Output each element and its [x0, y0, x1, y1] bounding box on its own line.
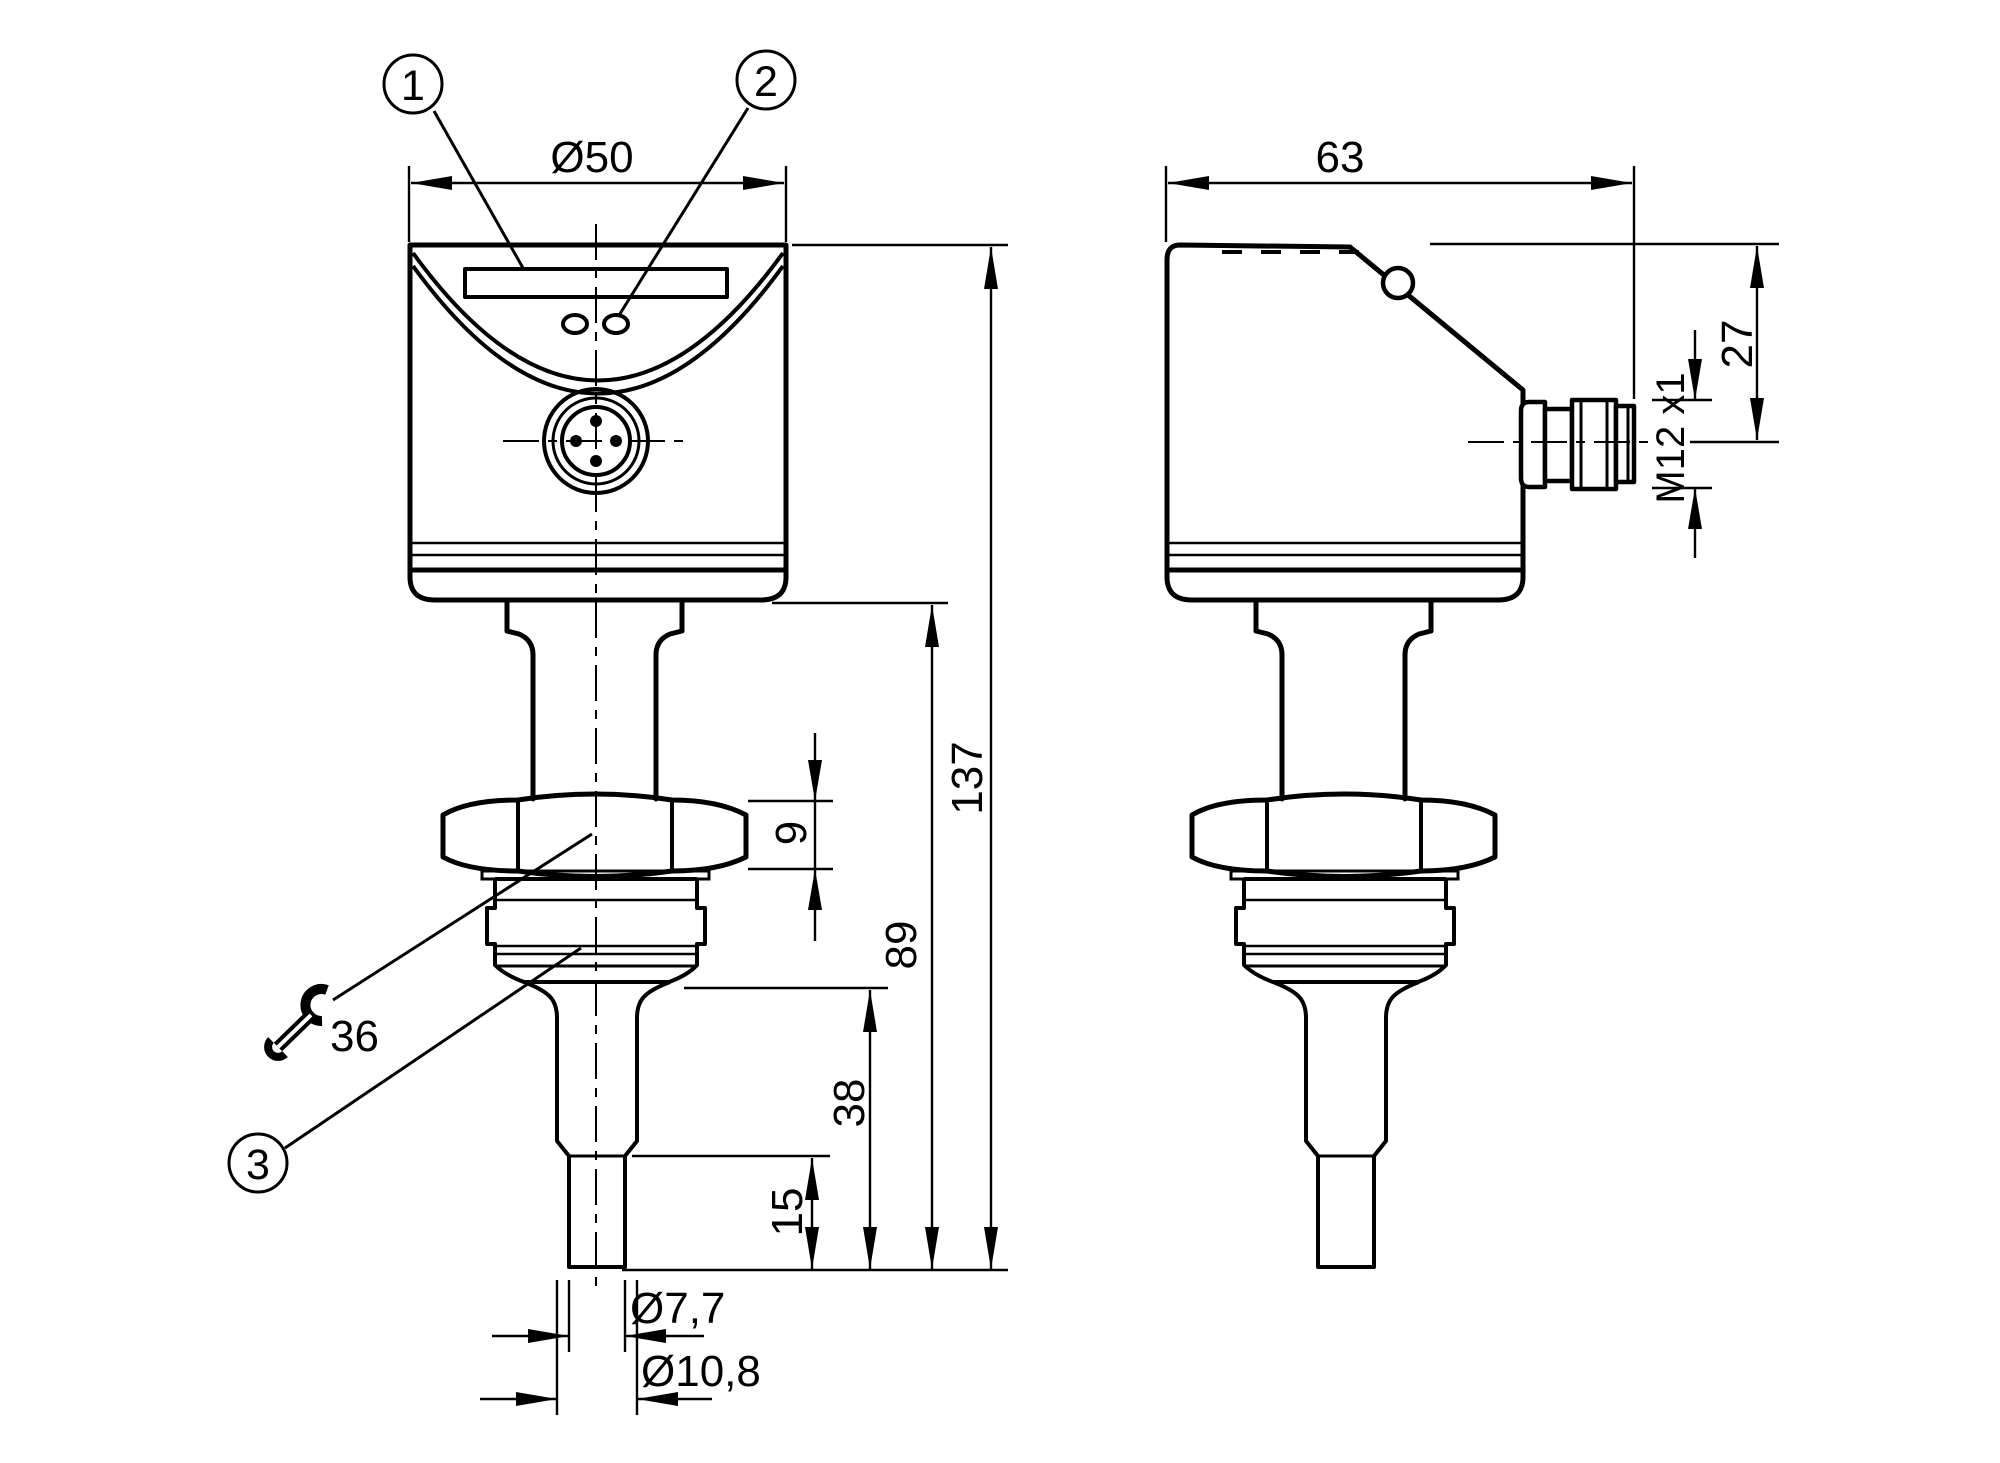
arrowhead	[863, 990, 877, 1032]
dim-housing-diameter-label: Ø50	[550, 133, 633, 182]
dim-tip-diameter-label: Ø7,7	[630, 1284, 725, 1333]
wrench-leader	[332, 832, 593, 1002]
dim-tip-length-label: 15	[763, 1188, 812, 1237]
arrowhead	[808, 869, 822, 910]
arrowhead	[1168, 176, 1209, 190]
arrowhead	[528, 1329, 569, 1343]
arrowhead	[411, 176, 452, 190]
callouts: 1 2 3 36	[227, 49, 797, 1194]
bezel-arc-inner	[411, 264, 785, 396]
connector-nut	[1569, 397, 1619, 492]
callout-1-leader	[432, 110, 525, 269]
arrowhead	[863, 1227, 877, 1269]
arrowhead	[984, 247, 998, 289]
side-neck	[1253, 597, 1434, 802]
dim-depth-label: 63	[1316, 133, 1365, 182]
arrowhead	[805, 1158, 819, 1200]
callout-3-label: 3	[246, 1141, 270, 1189]
callout-3-bubble	[227, 1132, 289, 1194]
callout-2-label: 2	[754, 58, 778, 106]
m12-connector-face	[503, 387, 689, 495]
callout-3-leader	[284, 946, 582, 1150]
arrowhead	[808, 760, 822, 801]
wrench-size-label: 36	[330, 1012, 379, 1061]
bezel-arc-outer	[411, 251, 785, 383]
side-probe	[1272, 980, 1420, 1269]
connector-flange	[1518, 399, 1548, 490]
callout-1-bubble	[382, 53, 444, 115]
hex-outline	[440, 791, 749, 879]
arrowhead	[1750, 246, 1764, 288]
front-housing-outline	[407, 242, 789, 603]
callout-2-bubble	[735, 49, 797, 111]
callout-2-leader	[616, 107, 750, 318]
side-housing-outline	[1164, 242, 1526, 603]
arrowhead	[1688, 488, 1702, 529]
arrowhead	[805, 1227, 819, 1269]
side-m12-connector	[1468, 397, 1655, 492]
wrench-jaw	[300, 984, 329, 1026]
hex-outline	[1189, 791, 1498, 879]
led-indicator-right	[602, 313, 630, 335]
side-hex-nut	[1189, 791, 1498, 879]
display-window	[463, 267, 729, 299]
connector-pin	[590, 415, 602, 427]
front-thread	[485, 877, 707, 984]
connector-neck	[1542, 406, 1575, 484]
arrowhead	[1750, 398, 1764, 440]
wrench-handle-inner	[276, 1013, 313, 1049]
arrowhead	[625, 1329, 666, 1343]
arrowhead	[984, 1227, 998, 1269]
front-neck	[504, 597, 685, 802]
connector-pin	[590, 455, 602, 467]
thread-outline	[1234, 877, 1456, 984]
front-view	[407, 224, 789, 1286]
arrowhead	[925, 1227, 939, 1269]
front-dimensions: Ø50 137 89 38 15 9	[407, 133, 1008, 1415]
arrowhead	[516, 1392, 557, 1406]
front-probe	[523, 980, 671, 1269]
arrowhead	[743, 176, 784, 190]
dim-total-length-label: 137	[943, 741, 992, 814]
side-thread	[1234, 877, 1456, 984]
arrowhead	[1591, 176, 1632, 190]
arrowhead	[637, 1392, 678, 1406]
thread-outline	[485, 877, 707, 984]
led-indicator-left	[561, 313, 589, 335]
connector-thread-tip	[1613, 403, 1637, 485]
callout-1-label: 1	[401, 62, 425, 110]
dim-insertion-length-label: 89	[877, 921, 926, 970]
dim-connector-offset-label: 27	[1713, 320, 1762, 369]
side-dimensions: 63 27 M12 x1	[1164, 133, 1779, 558]
wrench-end	[264, 1037, 288, 1061]
front-hex-nut	[440, 791, 749, 879]
dim-nut-height-label: 9	[767, 821, 816, 845]
arrowhead	[925, 605, 939, 647]
dim-probe-length-label: 38	[825, 1079, 874, 1128]
wrench-icon	[264, 984, 329, 1061]
arrowhead	[1688, 359, 1702, 400]
side-view	[1164, 242, 1655, 1269]
dim-probe-diameter-label: Ø10,8	[641, 1347, 761, 1396]
dim-connector-thread-label: M12 x1	[1649, 372, 1693, 503]
setting-button	[1380, 265, 1416, 301]
